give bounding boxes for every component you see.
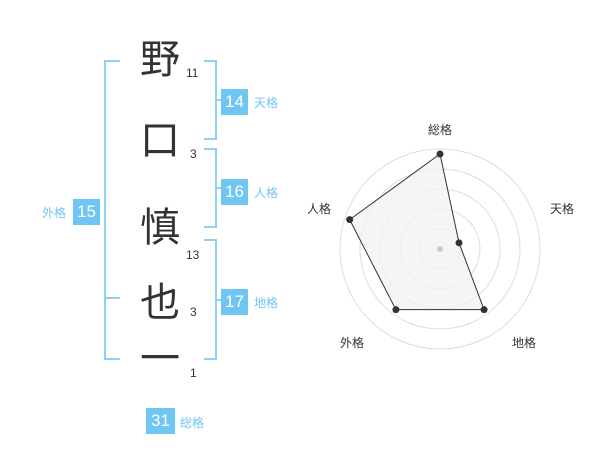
tenkaku-tick xyxy=(217,99,221,101)
radar-axis-label-3: 地格 xyxy=(512,335,536,350)
chikaku-bracket xyxy=(204,239,217,360)
jinkaku-bracket xyxy=(204,148,217,228)
radar-ring-5 xyxy=(339,148,541,350)
soukaku-value: 31 xyxy=(146,408,175,434)
radar-axis-label-4: 外格 xyxy=(340,335,364,350)
radar-axis-label-1: 総格 xyxy=(428,122,452,137)
radar-axis-label-5: 人格 xyxy=(307,201,331,216)
tenkaku-bracket xyxy=(204,60,217,140)
gaikaku-mid-tick xyxy=(104,297,120,299)
radar-axis-label-2: 天格 xyxy=(550,201,574,216)
gaikaku-value: 15 xyxy=(73,199,100,225)
chikaku-tick xyxy=(217,299,221,301)
radar-point-5 xyxy=(346,216,354,224)
jinkaku-tick xyxy=(217,187,221,189)
radar-point-3 xyxy=(480,306,488,314)
stroke-count-1: 11 xyxy=(186,66,199,80)
tenkaku-value: 14 xyxy=(221,89,248,115)
gaikaku-bracket xyxy=(104,60,120,360)
stroke-count-2: 3 xyxy=(190,147,197,161)
jinkaku-value: 16 xyxy=(221,179,248,205)
name-char-3: 慎 xyxy=(140,205,180,251)
jinkaku-label: 人格 xyxy=(254,186,279,200)
gaikaku-label: 外格 xyxy=(42,206,67,220)
radar-area xyxy=(349,153,485,311)
name-char-4: 也 xyxy=(140,280,180,326)
radar-point-4 xyxy=(392,306,400,314)
stroke-count-4: 3 xyxy=(190,305,197,319)
radar-point-1 xyxy=(436,150,444,158)
name-char-2: 口 xyxy=(140,118,180,164)
name-char-5: 一 xyxy=(140,336,180,382)
chikaku-value: 17 xyxy=(221,289,248,315)
name-char-1: 野 xyxy=(140,37,180,83)
stroke-count-3: 13 xyxy=(186,248,200,262)
chikaku-label: 地格 xyxy=(254,296,279,310)
soukaku-label: 総格 xyxy=(180,416,205,430)
tenkaku-label: 天格 xyxy=(254,96,279,110)
radar-point-2 xyxy=(455,239,463,247)
radar-center xyxy=(437,246,443,252)
stroke-count-5: 1 xyxy=(190,366,197,380)
